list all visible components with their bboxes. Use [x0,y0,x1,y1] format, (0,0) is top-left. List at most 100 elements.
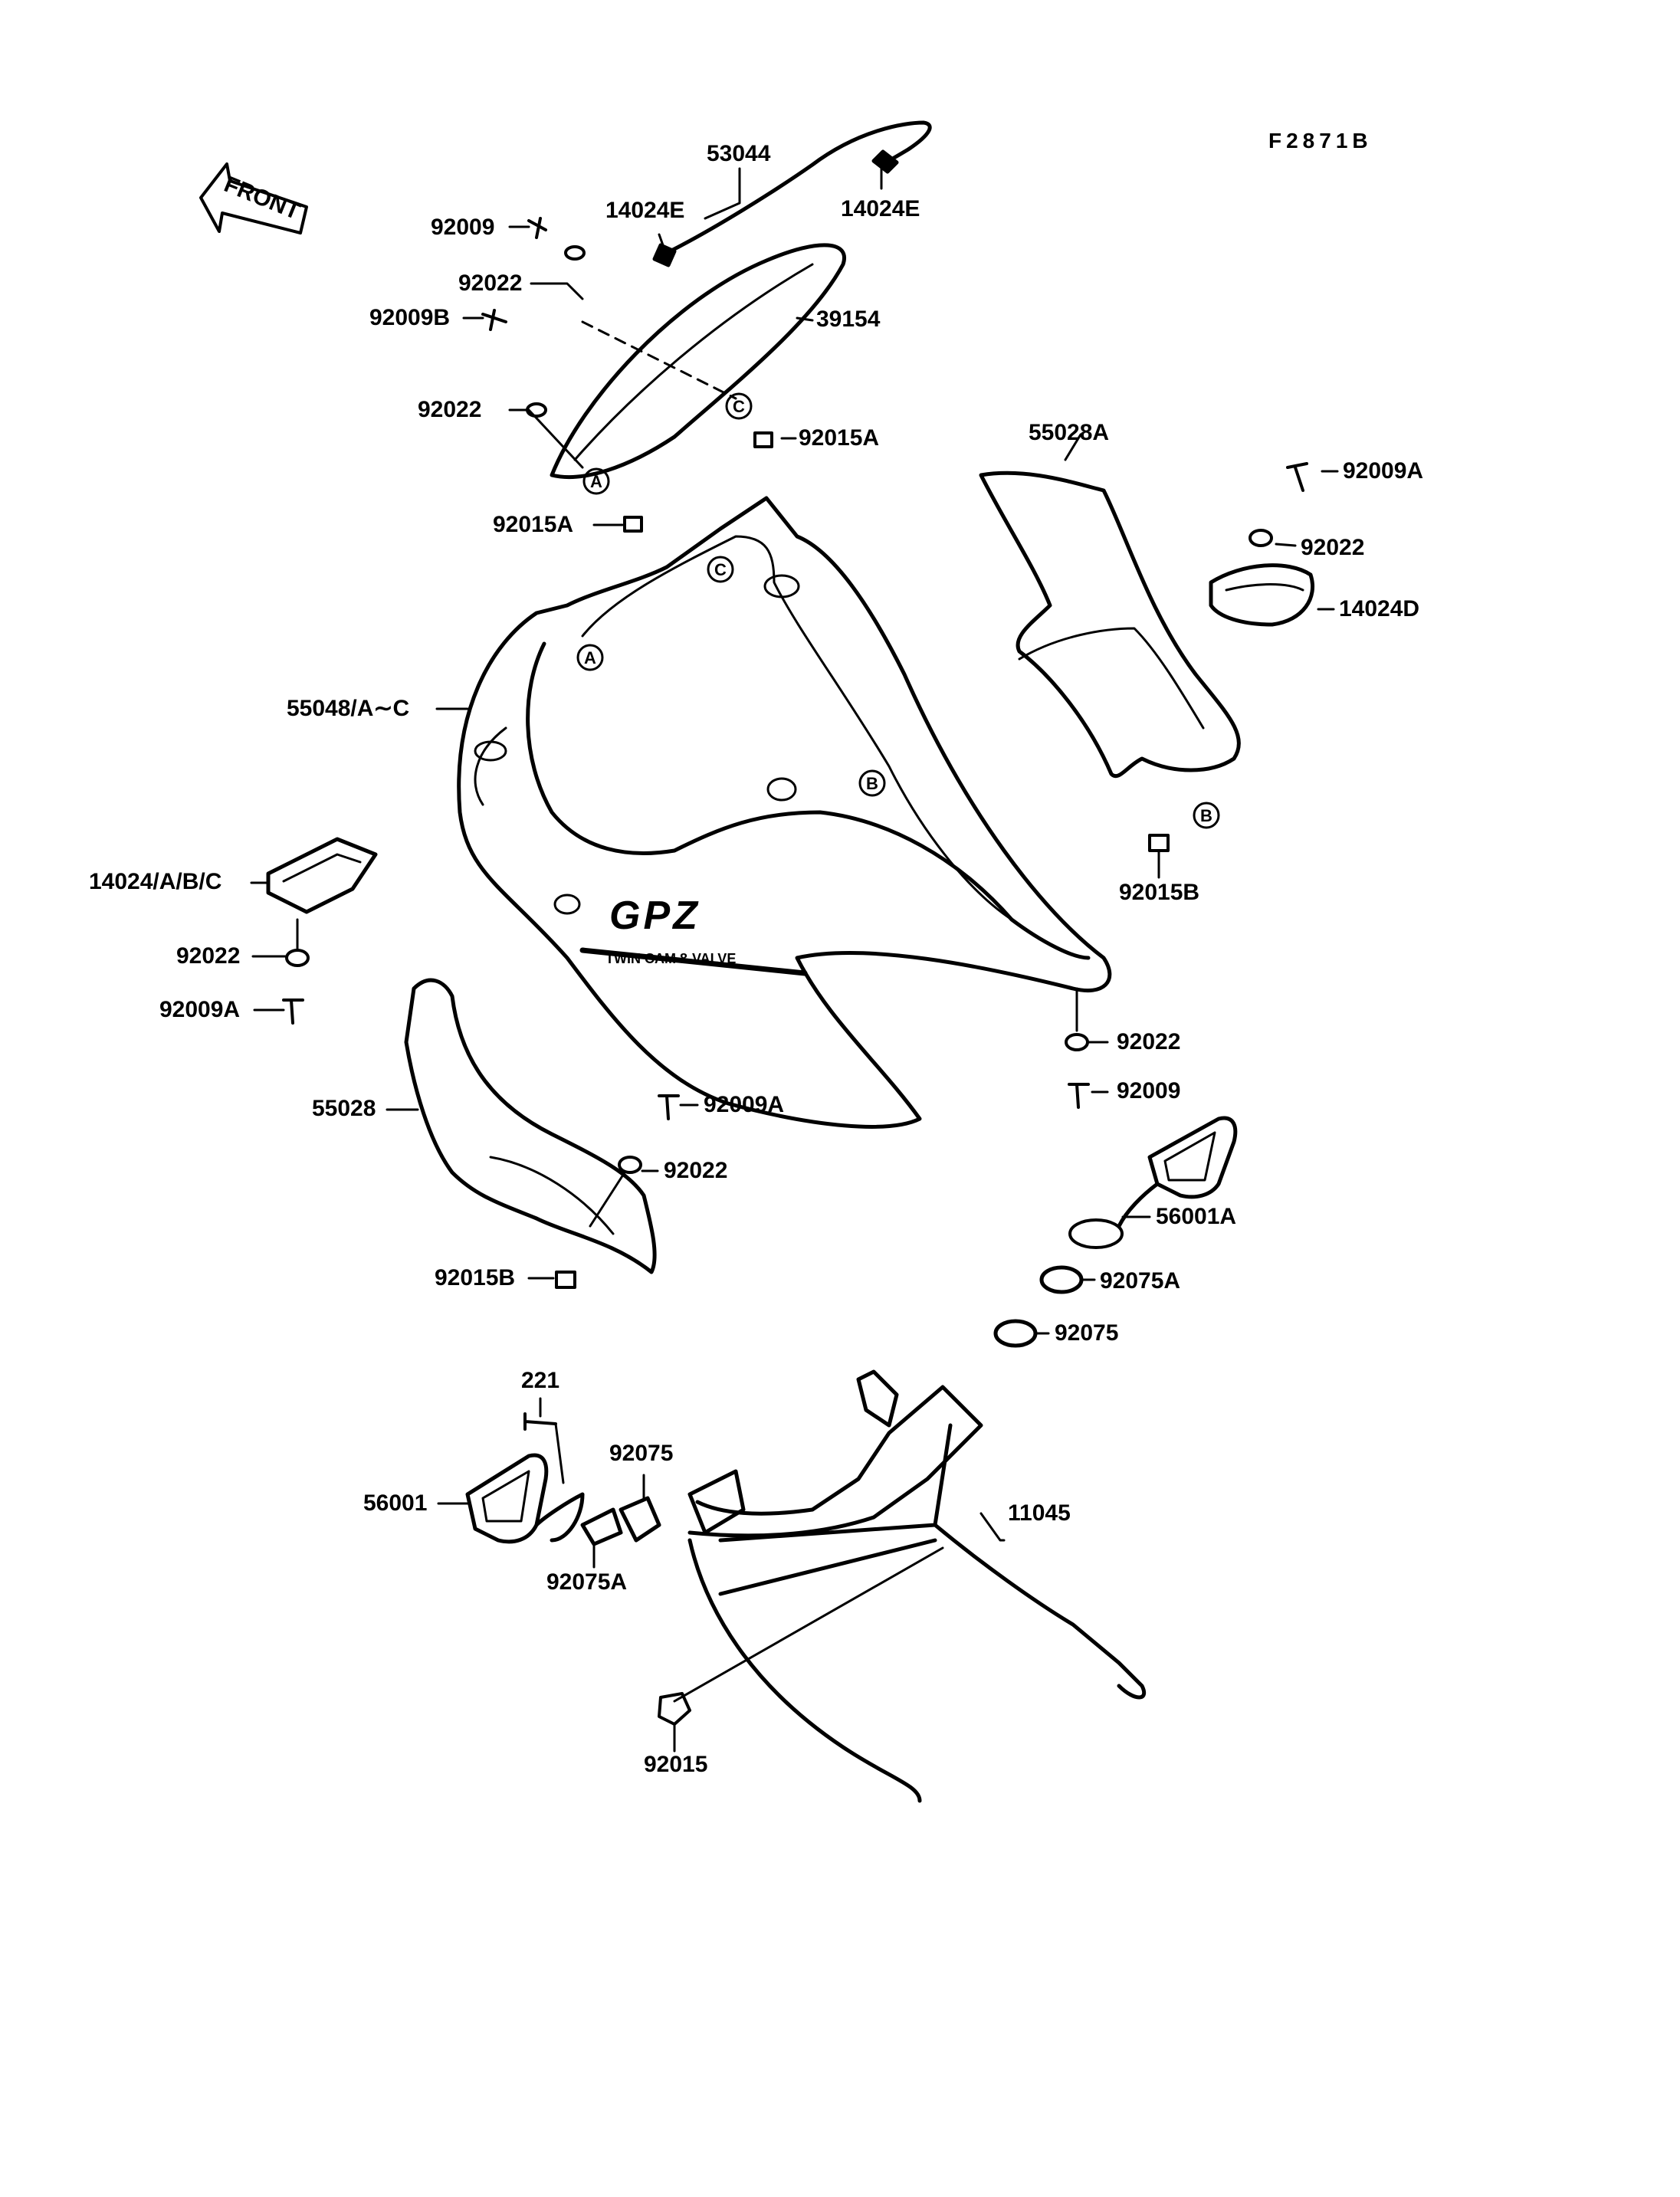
part-label-92009A-left: 92009A [159,997,241,1022]
part-label-92022-mid: 92022 [418,397,482,422]
molding-end-cap-right [871,149,899,174]
part-label-39154: 39154 [816,307,881,332]
part-label-55048: 55048/A∼C [287,696,410,721]
stay-frame-right-arm [933,1523,1147,1700]
leader-53044 [704,167,741,220]
part-label-92009A-center: 92009A [704,1092,785,1117]
bracket-14024D-detail [1225,583,1304,592]
callout-letter-c-fairing: C [714,560,727,579]
part-label-92015A-left: 92015A [493,512,574,537]
front-arrow-label: FRONT [220,171,304,225]
part-label-92015: 92015 [644,1752,708,1777]
part-label-92022-center: 92022 [664,1158,728,1183]
part-label-14024E-right: 14024E [841,196,920,221]
bolt-92009B [481,309,507,331]
bracket-14024ABC-detail [282,853,362,883]
part-label-14024D: 14024D [1339,596,1420,621]
callout-circle-a-fairing [576,644,604,671]
callout-letter-b-right: B [1200,806,1212,825]
upper-fairing-hole-center [766,777,797,802]
leader-221 [539,1397,565,1484]
leader-92022-left [251,918,299,958]
washer-92022-lower [1065,1033,1089,1051]
washer-92022-right [1249,529,1273,547]
bolt-92009-top [527,217,547,239]
leader-11045 [979,1512,1006,1542]
part-label-221: 221 [521,1368,560,1393]
upper-fairing-outer [457,496,1112,1129]
callout-circles [576,392,1220,829]
plate-92075A-left [580,1507,623,1546]
washer-92022-center [618,1156,642,1174]
part-label-92075-right: 92075 [1055,1320,1119,1346]
bolt-92009A-center [658,1094,680,1120]
callout-letter-c-top: C [733,397,745,416]
front-arrow-icon [199,162,308,234]
part-label-53044: 53044 [707,141,771,166]
leader-lines [250,167,1339,1753]
leader-92022-lower [1075,987,1109,1044]
windshield-inner-line [573,263,814,461]
inner-panel-left-inner [489,1156,615,1235]
upper-fairing-left-wing [474,726,507,806]
part-label-56001A: 56001A [1156,1204,1237,1229]
bracket-14024ABC [266,837,378,914]
nut-92015A-right [753,431,773,448]
upper-fairing-mount-top [763,574,800,598]
part-label-92022-lower: 92022 [1117,1029,1181,1054]
callout-letter-a-top: A [590,472,602,491]
inner-panel-left-55028 [404,978,657,1274]
stay-frame-upper-bracket [856,1369,899,1428]
part-label-55028: 55028 [312,1096,376,1121]
nut-92015A-left [623,516,643,533]
nut-92015B-left [555,1271,576,1289]
stay-frame-leader [673,1546,944,1703]
bolt-92009A-left [282,998,304,1025]
stay-frame-crossbar [718,1423,953,1543]
washer-92022-top [564,245,586,261]
callout-letter-a-fairing: A [584,648,596,667]
mirror-right-stem [1117,1182,1160,1228]
nut-92015B-right [1148,834,1170,852]
leader-39154 [796,316,814,322]
upper-fairing-stripe [579,947,808,976]
part-label-14024E-left: 14024E [605,198,685,223]
leader-92022-center [589,1169,659,1228]
plate-92075A-right [1039,1265,1084,1294]
windshield-39154 [550,243,846,479]
bolt-92009-lower [1068,1083,1090,1109]
leader-55028A [1064,433,1082,461]
callout-circle-b-right [1193,802,1220,829]
inner-panel-right-inner [1018,627,1205,730]
upper-fairing-inner-curve [581,535,1013,921]
callout-circle-b-fairing [858,769,886,797]
fairing-stripe-text: TWIN CAM 8-VALVE [605,951,737,966]
part-label-55028A: 55028A [1029,420,1110,445]
mirror-left-stem [534,1492,585,1543]
upper-fairing-hole-lower [553,894,581,915]
part-label-92075A-left: 92075A [546,1569,628,1595]
part-label-92022-top: 92022 [458,271,523,296]
callout-circle-a-top [582,467,610,495]
inner-panel-right-55028A [979,471,1241,778]
part-label-92009-lower: 92009 [1117,1078,1181,1103]
part-label-92075A-right: 92075A [1100,1268,1181,1294]
bracket-14024D [1209,563,1315,627]
part-label-92022-left: 92022 [176,943,241,969]
plate-92075-right [993,1319,1038,1348]
mirror-left-glass [481,1470,530,1523]
bolt-92009A-right [1286,462,1308,492]
part-label-92009A-right: 92009A [1343,458,1424,484]
part-label-56001: 56001 [363,1490,428,1516]
nut-92015 [658,1692,691,1726]
part-label-92015A-right: 92015A [799,425,880,451]
callout-circle-c-top [725,392,753,420]
part-label-11045: 11045 [1008,1500,1071,1526]
screw-221 [523,1412,557,1431]
figure-code: F2871B [1268,129,1373,152]
stay-frame-left-arm [687,1538,922,1803]
part-label-14024ABC: 14024/A/B/C [89,869,222,894]
part-label-92009-top: 92009 [431,215,495,240]
fairing-logo: GPZ [609,894,701,938]
